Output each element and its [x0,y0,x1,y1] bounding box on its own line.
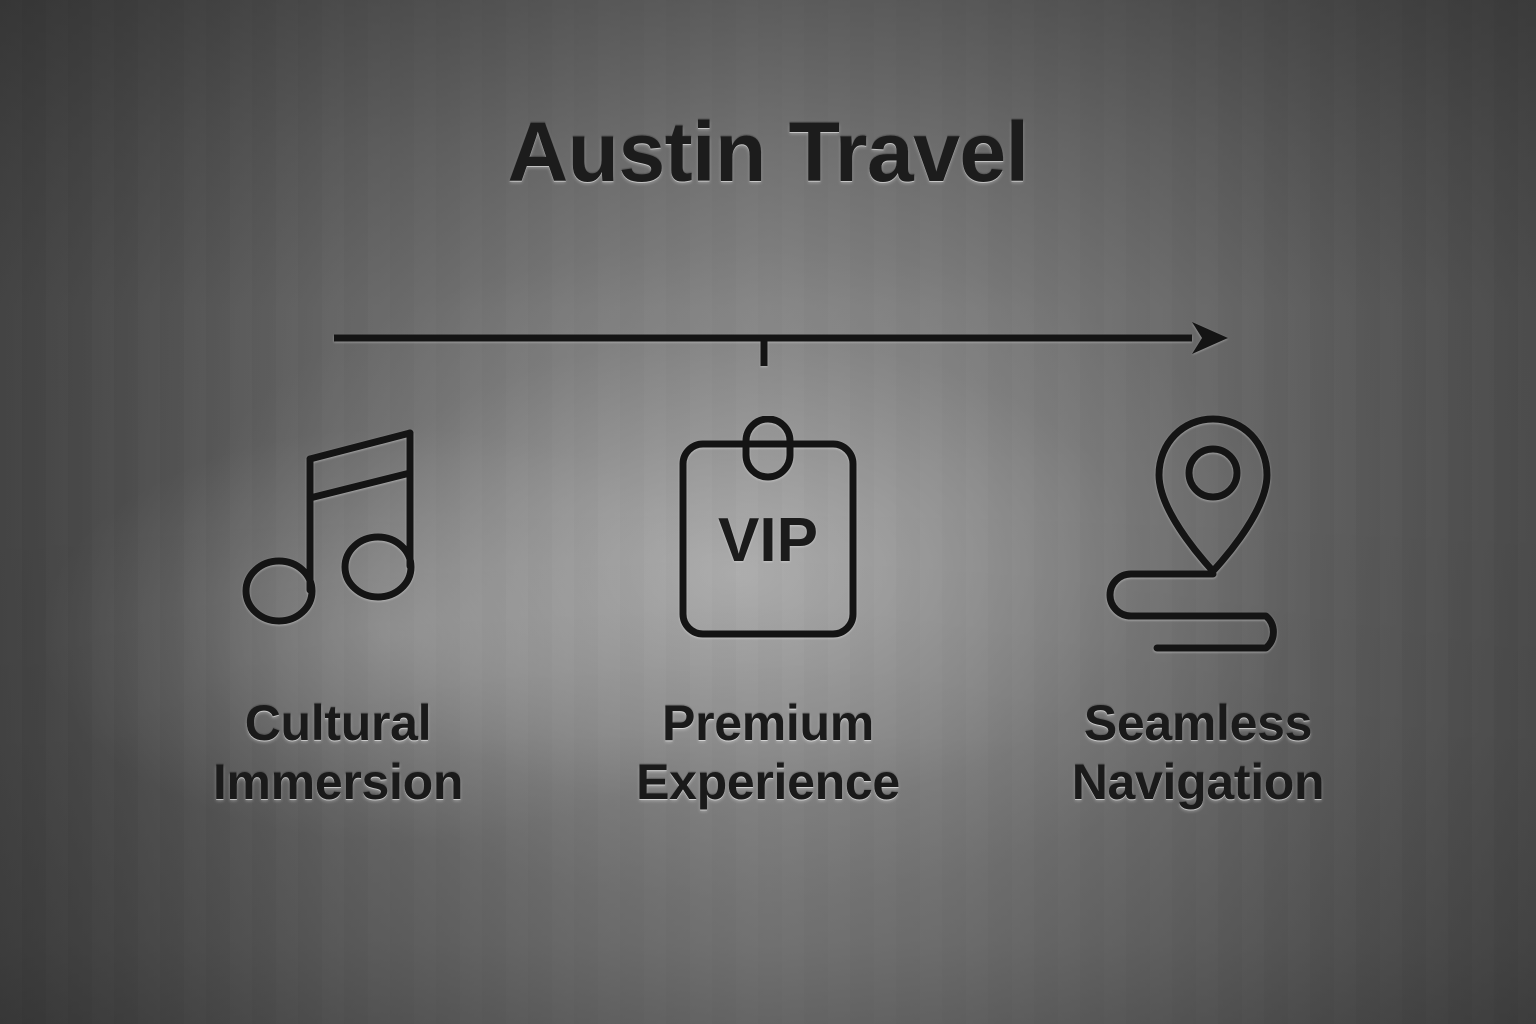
feature-label-cultural-immersion: Cultural Immersion [213,694,463,812]
feature-columns: Cultural Immersion VIP Premium [0,408,1536,812]
label-line-2: Navigation [1071,754,1325,810]
label-line-2: Experience [636,754,900,810]
feature-column-premium-experience: VIP Premium Experience [553,408,983,812]
page-title: Austin Travel [507,105,1029,199]
feature-column-seamless-navigation: Seamless Navigation [983,408,1413,812]
vip-badge-icon: VIP [668,408,868,658]
arrow-head [1192,322,1228,354]
label-line-1: Cultural [244,695,432,751]
feature-label-seamless-navigation: Seamless Navigation [1072,694,1325,812]
feature-label-premium-experience: Premium Experience [636,694,900,812]
map-pin-route-icon [1091,408,1306,658]
progress-arrow [334,322,1228,366]
label-line-1: Premium [662,695,874,751]
label-line-1: Seamless [1083,695,1313,751]
vip-badge-text: VIP [718,506,818,575]
music-note-icon [238,408,438,658]
label-line-2: Immersion [212,754,464,810]
feature-column-cultural-immersion: Cultural Immersion [123,408,553,812]
